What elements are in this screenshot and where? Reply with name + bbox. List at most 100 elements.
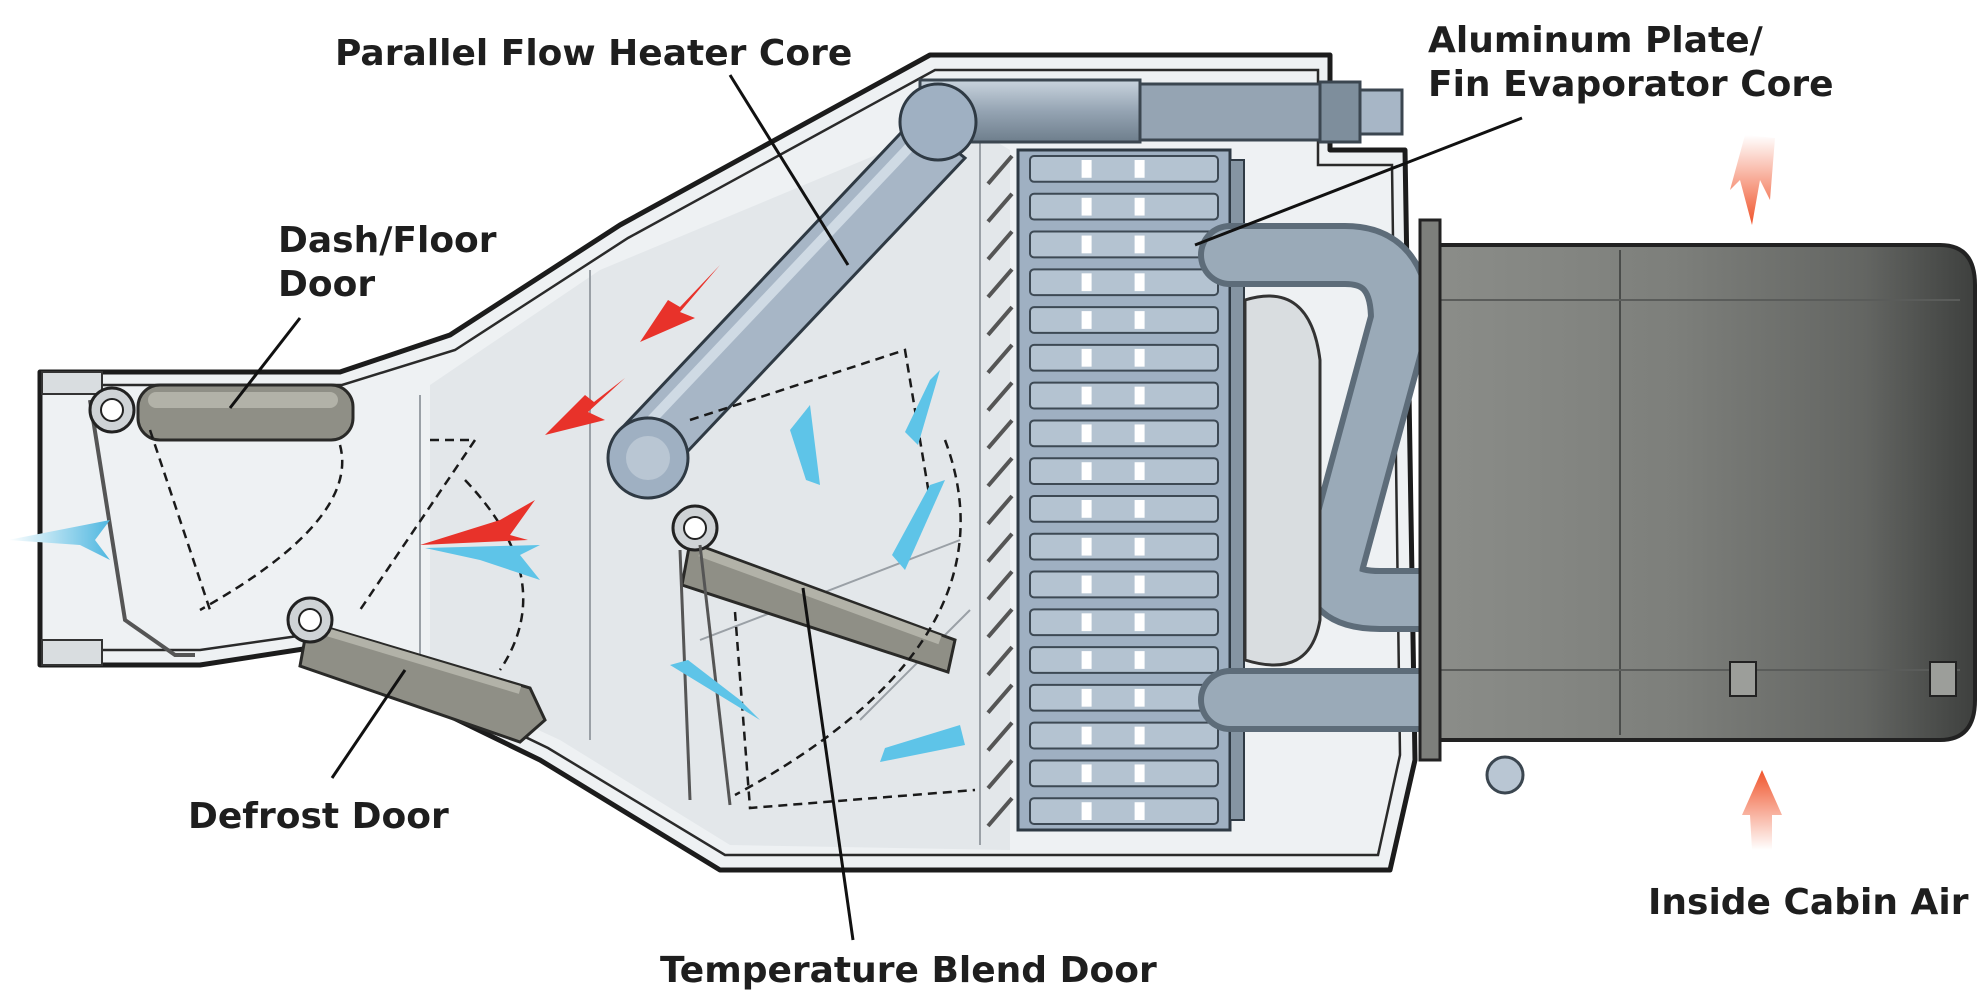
evaporator-slot	[1081, 311, 1092, 329]
evaporator-plate	[1029, 192, 1219, 221]
cold-air-arrow	[905, 370, 940, 445]
evaporator-slot	[1081, 726, 1092, 745]
evaporator-slot	[1134, 537, 1145, 556]
evaporator-plate	[1029, 343, 1219, 372]
evaporator-fin	[986, 268, 1014, 299]
warm-air-arrow	[420, 500, 535, 545]
evaporator-fin	[986, 494, 1014, 526]
evaporator-slot	[1081, 500, 1092, 518]
evaporator-slot	[1081, 462, 1092, 480]
evaporator-plate	[1029, 683, 1219, 712]
evaporator-slot	[1134, 764, 1145, 783]
evaporator-plate	[1029, 570, 1219, 599]
evaporator-plate	[1029, 532, 1219, 561]
evaporator-fin	[986, 419, 1014, 450]
dash-floor-door	[88, 383, 355, 657]
temperature-blend-door	[671, 504, 957, 806]
evaporator-plate	[1029, 759, 1219, 788]
defrost-door	[286, 596, 547, 744]
evaporator-slot	[1134, 424, 1145, 443]
evaporator-slot	[1134, 348, 1145, 367]
warm-air-arrow	[545, 378, 625, 435]
label-evaporator-line1: Aluminum Plate/	[1428, 20, 1764, 61]
outlet-air-arrow	[8, 520, 110, 560]
evaporator-fin	[986, 608, 1014, 639]
leader-lines	[228, 74, 1523, 941]
evaporator-core	[986, 148, 1245, 832]
intake-air-arrow-top	[1730, 135, 1775, 225]
label-heater-core: Parallel Flow Heater Core	[335, 33, 852, 74]
evaporator-plate	[1029, 306, 1219, 334]
evaporator-slot	[1134, 726, 1145, 745]
evaporator-slot	[1081, 197, 1092, 216]
evaporator-slot	[1081, 575, 1092, 594]
evaporator-slot	[1134, 273, 1145, 292]
evaporator-plate	[1029, 155, 1219, 183]
cold-air-arrow	[790, 405, 820, 485]
evaporator-fin	[986, 532, 1014, 563]
blower-scroll	[1243, 294, 1322, 667]
door-travel-paths	[148, 348, 976, 810]
warm-air-arrow	[640, 265, 720, 342]
blower-housing	[1418, 218, 1977, 762]
evaporator-fin	[986, 192, 1014, 223]
evaporator-slot	[1134, 386, 1145, 405]
evaporator-slot	[1081, 235, 1092, 254]
evaporator-slot	[1134, 462, 1145, 480]
evaporator-fin	[986, 305, 1014, 337]
evaporator-plate	[1029, 721, 1219, 750]
label-evaporator-line2: Fin Evaporator Core	[1428, 64, 1834, 105]
evaporator-slot	[1134, 802, 1145, 820]
evaporator-fin	[986, 343, 1014, 374]
evaporator-fin	[986, 759, 1014, 790]
evaporator-plate	[1029, 608, 1219, 637]
evaporator-slot	[1081, 386, 1092, 405]
evaporator-fin	[986, 796, 1014, 828]
evaporator-slot	[1081, 273, 1092, 292]
evaporator-slot	[1134, 613, 1145, 632]
evaporator-fin	[986, 456, 1014, 488]
evaporator-slot	[1081, 651, 1092, 669]
label-dash-floor-line2: Door	[278, 264, 375, 305]
evaporator-plate	[1029, 646, 1219, 674]
evaporator-plate	[1029, 381, 1219, 410]
label-defrost-door: Defrost Door	[188, 796, 449, 837]
evaporator-slot	[1081, 160, 1092, 178]
evaporator-slot	[1081, 424, 1092, 443]
evaporator-slot	[1134, 311, 1145, 329]
evaporator-fin	[986, 721, 1014, 752]
evaporator-fin	[986, 645, 1014, 677]
cold-air-arrow	[670, 660, 760, 720]
cold-air-arrow	[425, 545, 540, 580]
evaporator-plate	[1029, 495, 1219, 523]
evaporator-plate	[1029, 797, 1219, 826]
evaporator-slot	[1081, 688, 1092, 707]
intake-air-arrows	[1730, 135, 1782, 850]
evaporator-slot	[1134, 575, 1145, 594]
evaporator-fin	[986, 683, 1014, 714]
evaporator-plate	[1029, 457, 1219, 486]
evaporator-plate	[1029, 268, 1219, 297]
label-inside-cabin-air: Inside Cabin Air	[1648, 882, 1969, 923]
evaporator-fin	[986, 381, 1014, 412]
intake-air-arrow-bottom	[1742, 770, 1782, 850]
evaporator-body	[1016, 148, 1232, 832]
evaporator-plate	[1029, 230, 1219, 259]
label-dash-floor-line1: Dash/Floor	[278, 220, 497, 261]
evaporator-slot	[1134, 197, 1145, 216]
evaporator-slot	[1081, 764, 1092, 783]
evaporator-fin	[986, 154, 1014, 186]
evaporator-slot	[1081, 537, 1092, 556]
evaporator-slot	[1081, 348, 1092, 367]
cold-air-arrow	[892, 480, 945, 570]
evaporator-plate	[1029, 419, 1219, 448]
warm-air-arrows	[420, 265, 720, 545]
evaporator-fin	[986, 570, 1014, 601]
heater-core	[606, 78, 1404, 500]
evaporator-slot	[1134, 651, 1145, 669]
evaporator-slot	[1081, 613, 1092, 632]
label-temperature-blend-door: Temperature Blend Door	[660, 950, 1157, 991]
evaporator-slot	[1134, 235, 1145, 254]
cold-air-arrows	[425, 370, 965, 762]
